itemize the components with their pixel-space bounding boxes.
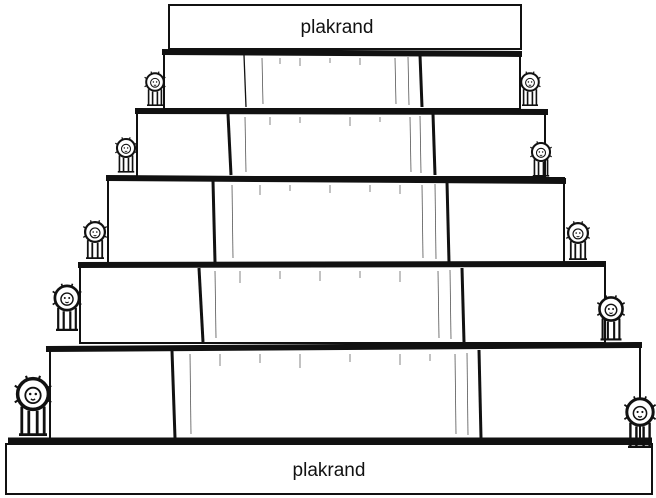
tier-5-lion-left <box>15 376 51 435</box>
tier-1-lion-right <box>520 72 541 106</box>
tier-5 <box>8 345 652 441</box>
tier-3-lion-right <box>566 221 589 259</box>
bottom-plank-label: plakrand <box>293 460 366 481</box>
tier-3-lion-left <box>83 220 106 258</box>
tier-2 <box>135 111 548 177</box>
top-plank: plakrand <box>169 5 521 49</box>
tier-4-lion-left <box>53 284 82 330</box>
tier-1-lion-left <box>145 72 166 106</box>
top-plank-label: plakrand <box>301 17 374 38</box>
bottom-plank: plakrand <box>6 444 652 494</box>
tier-4 <box>78 264 606 343</box>
tier-1 <box>162 52 522 109</box>
tier-2-lion-left <box>115 137 136 171</box>
tier-3 <box>106 178 566 263</box>
